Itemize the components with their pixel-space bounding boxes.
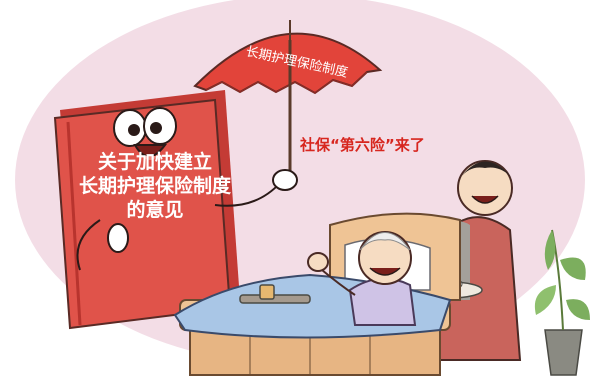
caption: 社保“第六险”来了: [300, 136, 425, 154]
elderly-man: [307, 231, 417, 326]
book-title: 关于加快建立 长期护理保险制度 的意见: [60, 150, 250, 222]
potted-plant: [534, 229, 590, 376]
book-title-line-3: 的意见: [126, 199, 184, 221]
book-title-line-2: 长期护理保险制度: [78, 175, 231, 197]
book-title-line-1: 关于加快建立: [97, 151, 212, 173]
side-table: [239, 284, 311, 304]
umbrella: [193, 20, 383, 180]
